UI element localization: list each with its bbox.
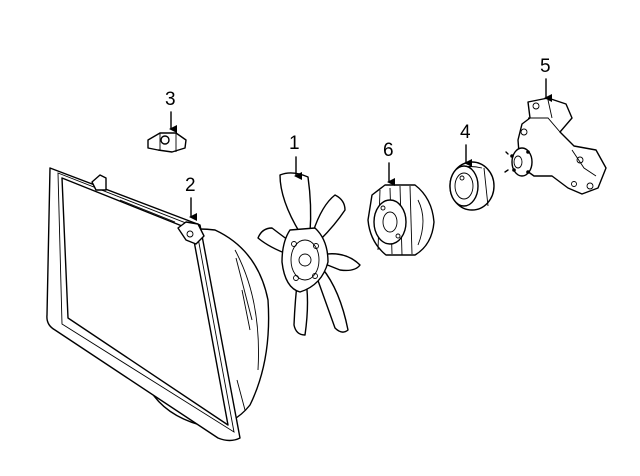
callout-shroud: 2: [185, 175, 196, 196]
water-pump: [504, 97, 607, 195]
pulley: [449, 161, 495, 211]
cooling-fan: [257, 172, 361, 336]
leader-arrows: [169, 78, 552, 221]
shroud-clip: [147, 132, 187, 153]
callout-fan: 1: [289, 133, 300, 154]
callout-water-pump: 5: [540, 56, 551, 77]
fan-shroud: [46, 167, 270, 442]
fan-clutch: [367, 184, 435, 256]
callout-pulley: 4: [460, 122, 471, 143]
callout-clip: 3: [165, 89, 176, 110]
callout-clutch: 6: [383, 140, 394, 161]
